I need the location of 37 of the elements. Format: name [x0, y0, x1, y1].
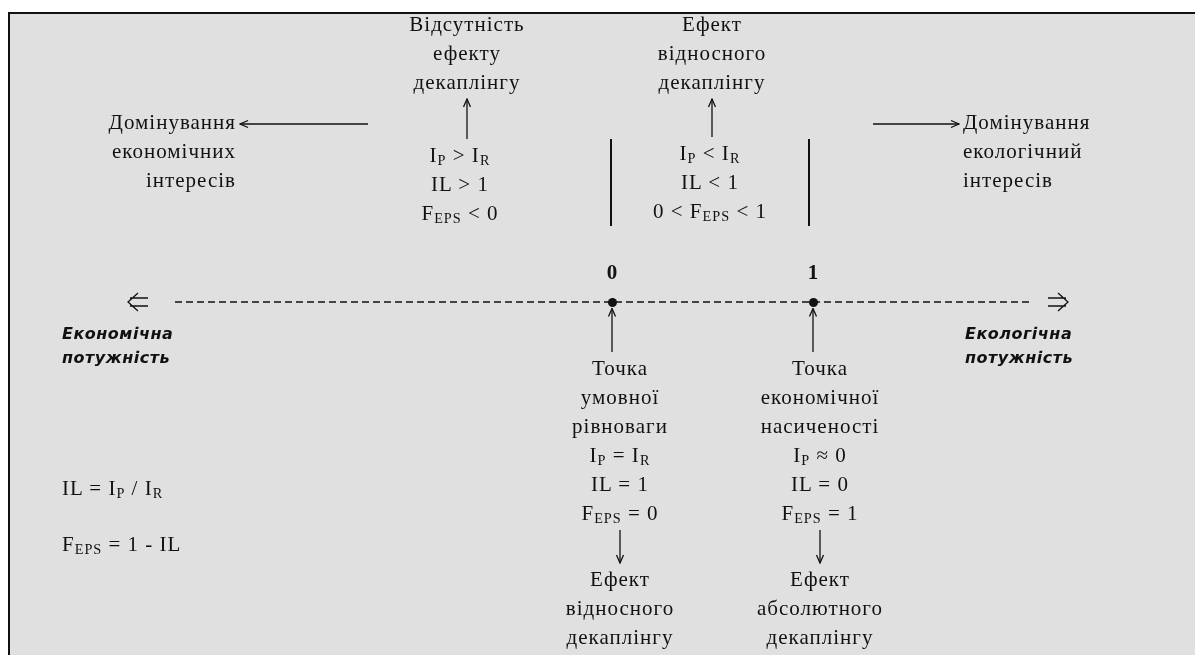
- arrow: [462, 98, 472, 140]
- arrow: [815, 529, 825, 564]
- text-label: Точка умовної рівноваги: [571, 355, 669, 440]
- text-label: 0 < F$_{EPS}$ < 1: [653, 198, 767, 226]
- text-label: Домінування економічних інтересів: [107, 109, 236, 194]
- bracketed-condition-group: [610, 139, 810, 226]
- text-label: IL = 1: [591, 471, 649, 498]
- text-label: Точка економічної насиченості: [759, 355, 881, 440]
- text-label: IL > 1: [431, 171, 489, 198]
- arrow: [808, 307, 818, 353]
- formula-label: F$_{EPS}$ = 1 - IL: [62, 531, 182, 559]
- arrow: [607, 307, 617, 353]
- text-label: I$_{P}$ = I$_{R}$: [589, 442, 651, 470]
- point-dot: [808, 297, 818, 307]
- arrow: [615, 529, 625, 564]
- axis-end-label: Екологічна потужність: [965, 323, 1075, 369]
- text-label: I$_{P}$ > I$_{R}$: [429, 142, 491, 170]
- text-label: IL = 0: [791, 471, 849, 498]
- arrow: [872, 119, 960, 129]
- text-label: I$_{P}$ ≈ 0: [793, 442, 847, 470]
- text-label: Ефект відносного декаплінгу: [656, 11, 768, 96]
- text-label: IL < 1: [681, 169, 739, 196]
- arrow: [239, 119, 369, 129]
- text-label: Ефект відносного декаплінгу: [564, 566, 676, 651]
- point-value: 0: [606, 260, 618, 284]
- text-label: Ефект абсолютного декаплінгу: [756, 566, 884, 651]
- text-label: I$_{P}$ < I$_{R}$: [679, 140, 741, 168]
- arrow: [707, 98, 717, 138]
- text-label: Домінування екологічний інтересів: [963, 109, 1092, 194]
- point-dot: [607, 297, 617, 307]
- axis-end-label: Економічна потужність: [62, 323, 175, 369]
- formula-label: IL = I$_{P}$ / I$_{R}$: [62, 475, 164, 503]
- text-label: F$_{EPS}$ = 0: [581, 500, 659, 528]
- text-label: Відсутність ефекту декаплінгу: [408, 11, 526, 96]
- text-label: F$_{EPS}$ = 1: [781, 500, 859, 528]
- point-value: 1: [807, 260, 819, 284]
- text-label: F$_{EPS}$ < 0: [421, 200, 499, 228]
